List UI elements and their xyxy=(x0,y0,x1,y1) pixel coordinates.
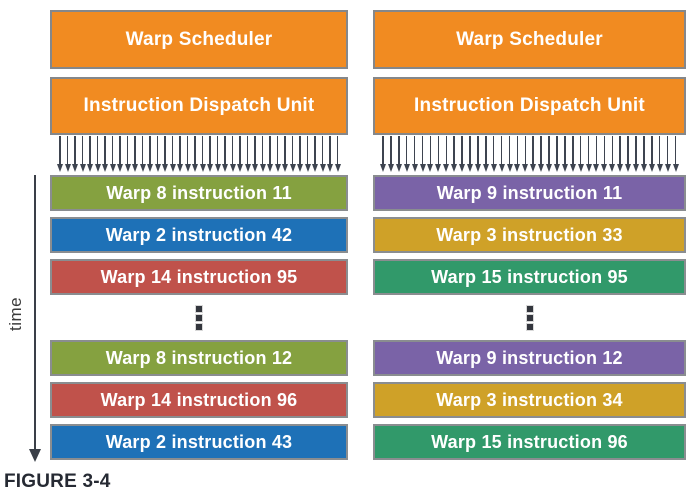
dispatch-arrows-icon xyxy=(50,135,348,175)
scheduler-column-right: Warp Scheduler Instruction Dispatch Unit… xyxy=(373,10,686,466)
instruction-dispatch-unit-box: Instruction Dispatch Unit xyxy=(373,77,686,135)
warp-scheduler-box: Warp Scheduler xyxy=(373,10,686,69)
instruction-row: Warp 9 instruction 12 xyxy=(373,340,686,376)
instruction-row: Warp 15 instruction 95 xyxy=(373,259,686,295)
time-axis: time xyxy=(0,0,48,504)
vertical-ellipsis-icon xyxy=(373,295,686,340)
time-axis-line xyxy=(34,175,36,451)
figure-caption: FIGURE 3-4 xyxy=(4,471,111,492)
time-axis-label: time xyxy=(6,296,25,332)
dispatch-arrows-icon xyxy=(373,135,686,175)
warp-scheduler-box: Warp Scheduler xyxy=(50,10,348,69)
instruction-row: Warp 2 instruction 43 xyxy=(50,424,348,460)
instruction-row: Warp 9 instruction 11 xyxy=(373,175,686,211)
instruction-row: Warp 8 instruction 11 xyxy=(50,175,348,211)
instruction-dispatch-unit-box: Instruction Dispatch Unit xyxy=(50,77,348,135)
instruction-row: Warp 3 instruction 33 xyxy=(373,217,686,253)
instruction-row: Warp 15 instruction 96 xyxy=(373,424,686,460)
scheduler-column-left: Warp Scheduler Instruction Dispatch Unit… xyxy=(50,10,348,466)
down-arrow-icon xyxy=(29,449,41,462)
instruction-row: Warp 2 instruction 42 xyxy=(50,217,348,253)
vertical-ellipsis-icon xyxy=(50,295,348,340)
instruction-row: Warp 8 instruction 12 xyxy=(50,340,348,376)
instruction-row: Warp 14 instruction 95 xyxy=(50,259,348,295)
instruction-row: Warp 14 instruction 96 xyxy=(50,382,348,418)
instruction-row: Warp 3 instruction 34 xyxy=(373,382,686,418)
